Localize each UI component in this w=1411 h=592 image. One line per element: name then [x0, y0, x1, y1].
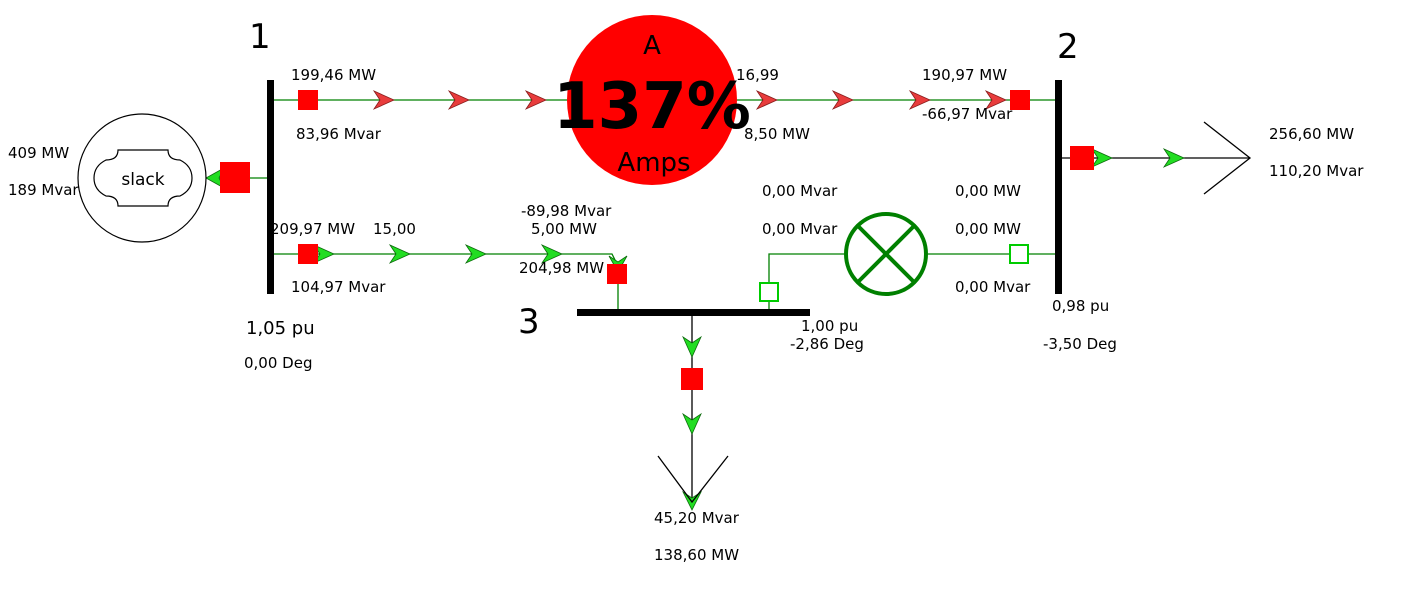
generator-mvar: 189 Mvar [8, 181, 79, 199]
flow-arrow-icon [388, 244, 411, 264]
generator-icon [93, 149, 193, 207]
line-1-3-from-extra: 15,00 [373, 220, 416, 238]
bus-1-number: 1 [249, 17, 271, 57]
load-2-mw: 256,60 MW [1269, 125, 1354, 143]
breaker-1-2-to[interactable] [1010, 90, 1030, 110]
flow-arrow-icon [447, 90, 470, 110]
line-2-3-right-mvar: 0,00 Mvar [955, 278, 1031, 296]
line-1-2-mid-bottom: 8,50 MW [744, 125, 810, 143]
breaker-1-2-from[interactable] [298, 90, 318, 110]
load-3-mvar: 45,20 Mvar [654, 509, 740, 527]
flow-arrow-icon [372, 90, 395, 110]
overload-top-label: A [643, 31, 661, 61]
line-2-3-left-mvar-top: 0,00 Mvar [762, 182, 838, 200]
slack-label: slack [121, 170, 164, 190]
load-2-mvar: 110,20 Mvar [1269, 162, 1364, 180]
bus-3-voltage: 1,00 pu [801, 317, 858, 335]
breaker-1-3-to[interactable] [607, 264, 627, 284]
flow-arrows-line-1-2 [372, 90, 1007, 110]
generator-mw: 409 MW [8, 144, 69, 162]
line-1-3-to-mw: 204,98 MW [519, 259, 604, 277]
line-1-2-to-mw: 190,97 MW [922, 66, 1007, 84]
line-1-2-from-mvar: 83,96 Mvar [296, 125, 382, 143]
bus-3[interactable] [577, 309, 810, 316]
flow-arrow-icon [984, 90, 1007, 110]
breaker-load-2[interactable] [1070, 146, 1094, 170]
flow-arrow-icon [908, 90, 931, 110]
flow-arrow-icon [524, 90, 547, 110]
line-1-3-from-mvar: 104,97 Mvar [291, 278, 386, 296]
line-1-2-to-mvar: -66,97 Mvar [922, 105, 1013, 123]
overload-bottom-label: Amps [617, 148, 690, 178]
transformer-icon[interactable] [844, 212, 928, 296]
line-2-3-right-mw-mid: 0,00 MW [955, 220, 1021, 238]
flow-arrow-icon [464, 244, 487, 264]
flow-arrow-icon [682, 335, 702, 358]
bus-1-angle: 0,00 Deg [244, 354, 312, 372]
load-2-symbol[interactable] [1203, 121, 1252, 195]
flow-arrow-icon [540, 244, 563, 264]
bus-1[interactable] [267, 80, 274, 294]
flow-arrows-load-2 [1090, 148, 1185, 168]
bus-2[interactable] [1055, 80, 1062, 294]
flow-arrow-icon [682, 412, 702, 435]
line-1-2-from-mw: 199,46 MW [291, 66, 376, 84]
bus-2-number: 2 [1057, 27, 1079, 67]
line-2-3-left-mvar-bottom: 0,00 Mvar [762, 220, 838, 238]
breaker-slack[interactable] [220, 162, 250, 193]
line-2-3-right-mw-top: 0,00 MW [955, 182, 1021, 200]
load-3-symbol[interactable] [657, 455, 729, 504]
breaker-1-3-from[interactable] [298, 244, 318, 264]
overload-indicator[interactable] [567, 15, 737, 185]
flow-arrow-icon [1162, 148, 1185, 168]
bus-3-angle: -2,86 Deg [790, 335, 864, 353]
bus-3-number: 3 [518, 302, 540, 342]
breaker-2-3-bus3-open[interactable] [759, 282, 779, 302]
slack-generator[interactable]: slack [77, 113, 207, 243]
breaker-2-3-bus2-open[interactable] [1009, 244, 1029, 264]
flow-arrow-icon [755, 90, 778, 110]
line-1-3-to-extra: 5,00 MW [531, 220, 597, 238]
breaker-load-3[interactable] [681, 368, 703, 390]
bus-1-voltage: 1,05 pu [246, 318, 315, 339]
line-1-2-mid-top: 16,99 [736, 66, 779, 84]
line-1-3-from-mw: 209,97 MW [270, 220, 355, 238]
load-3-mw: 138,60 MW [654, 546, 739, 564]
line-1-3-to-mvar: -89,98 Mvar [521, 202, 612, 220]
breakers[interactable] [220, 90, 1094, 390]
overload-percent: 137% [553, 70, 751, 144]
flow-arrow-icon [831, 90, 854, 110]
bus-2-angle: -3,50 Deg [1043, 335, 1117, 353]
bus-2-voltage: 0,98 pu [1052, 297, 1109, 315]
